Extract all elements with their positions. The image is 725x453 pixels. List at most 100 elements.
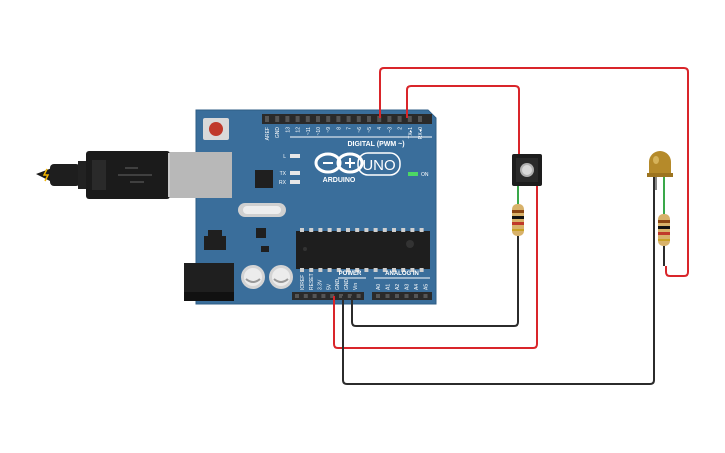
pin-label: A3 <box>405 284 411 290</box>
capacitors <box>241 265 293 289</box>
chip-leg <box>419 228 424 232</box>
resistor-icon[interactable] <box>658 214 670 266</box>
chip-leg <box>318 228 323 232</box>
header-pin[interactable] <box>312 294 317 298</box>
led-label-l: L <box>283 154 286 160</box>
chip-leg <box>364 268 369 272</box>
chip-leg <box>373 268 378 272</box>
pin-label: ~10 <box>316 127 322 136</box>
power-jack <box>184 263 234 301</box>
pin-label: IOREF <box>300 275 306 290</box>
chip-leg <box>336 228 341 232</box>
chip-leg <box>309 268 314 272</box>
header-pin[interactable] <box>305 116 310 122</box>
chip-leg <box>327 228 332 232</box>
header-pin[interactable] <box>347 294 352 298</box>
chip-leg <box>401 228 406 232</box>
header-pin[interactable] <box>395 294 399 298</box>
header-pin[interactable] <box>376 294 380 298</box>
wire-red-led[interactable] <box>379 67 689 277</box>
led-icon[interactable] <box>647 151 673 214</box>
header-pin[interactable] <box>295 116 300 122</box>
reset-button[interactable] <box>203 118 229 140</box>
pin-label: 13 <box>285 127 291 133</box>
chip-leg <box>346 228 350 232</box>
header-pin[interactable] <box>418 116 422 122</box>
push-button-icon[interactable] <box>512 154 542 204</box>
brand-label: ARDUINO <box>323 177 356 184</box>
header-pin[interactable] <box>356 294 361 298</box>
led-label-tx: TX <box>280 171 287 177</box>
power-header[interactable] <box>292 292 364 300</box>
pin-label: A5 <box>424 284 430 290</box>
analog-header-label: ANALOG IN <box>385 271 419 277</box>
pin-label: A0 <box>376 284 382 290</box>
header-pin[interactable] <box>339 294 343 298</box>
header-pin[interactable] <box>330 294 335 298</box>
header-pin[interactable] <box>303 294 308 298</box>
crystal-oscillator <box>238 203 286 217</box>
chip-leg <box>382 228 387 232</box>
header-pin[interactable] <box>414 294 418 298</box>
chip-leg <box>327 268 332 272</box>
pin-label: 2 <box>398 127 404 130</box>
pin-label: Vin <box>353 283 359 290</box>
header-pin[interactable] <box>336 116 341 122</box>
analog-header[interactable] <box>372 292 432 300</box>
wire-red-button[interactable] <box>406 85 520 156</box>
chip-leg <box>336 268 341 272</box>
chip-leg <box>309 228 314 232</box>
header-pin[interactable] <box>385 294 390 298</box>
header-pin[interactable] <box>346 116 351 122</box>
chip-leg <box>364 228 369 232</box>
digital-header[interactable] <box>262 114 432 124</box>
header-pin[interactable] <box>275 116 280 122</box>
header-pin[interactable] <box>407 116 412 122</box>
header-pin[interactable] <box>265 116 269 122</box>
header-pin[interactable] <box>316 116 320 122</box>
pin-label: 8 <box>336 127 342 130</box>
power-header-label: POWER <box>339 271 362 277</box>
header-pin[interactable] <box>387 116 392 122</box>
header-pin[interactable] <box>326 116 331 122</box>
usb-jack <box>170 152 232 198</box>
header-pin[interactable] <box>295 294 299 298</box>
header-pin[interactable] <box>397 116 402 122</box>
pin-label: 5V <box>326 283 332 290</box>
chip-leg <box>392 268 396 272</box>
small-component <box>261 246 269 252</box>
chip-leg <box>419 268 424 272</box>
wire-black-led[interactable] <box>342 177 655 385</box>
header-pin[interactable] <box>377 116 382 122</box>
power-led <box>408 172 418 176</box>
chip-leg <box>355 228 360 232</box>
header-pin[interactable] <box>321 294 326 298</box>
resistor-icon[interactable] <box>512 204 524 236</box>
header-pin[interactable] <box>423 294 428 298</box>
header-pin[interactable] <box>367 116 371 122</box>
chip-leg <box>373 228 378 232</box>
header-pin[interactable] <box>404 294 409 298</box>
pin-label: ~11 <box>306 127 312 135</box>
digital-header-label: DIGITAL (PWM ~) <box>347 141 404 148</box>
wire-red-5v[interactable] <box>333 186 538 349</box>
voltage-regulator <box>204 230 226 250</box>
pin-label: 3.3V <box>318 279 324 290</box>
chip-leg <box>410 268 415 272</box>
chip-leg <box>382 268 387 272</box>
pin-label: 4 <box>377 127 383 130</box>
pin-label: A4 <box>414 284 420 290</box>
wire-black-resistor[interactable] <box>351 234 519 327</box>
pin-label: GND <box>275 127 281 139</box>
chip-leg <box>318 268 323 272</box>
header-pin[interactable] <box>285 116 290 122</box>
pin-label: AREF <box>265 127 271 140</box>
header-pin[interactable] <box>356 116 361 122</box>
pin-label: TX▸1 <box>408 127 414 139</box>
pin-label: RESET <box>309 273 315 290</box>
